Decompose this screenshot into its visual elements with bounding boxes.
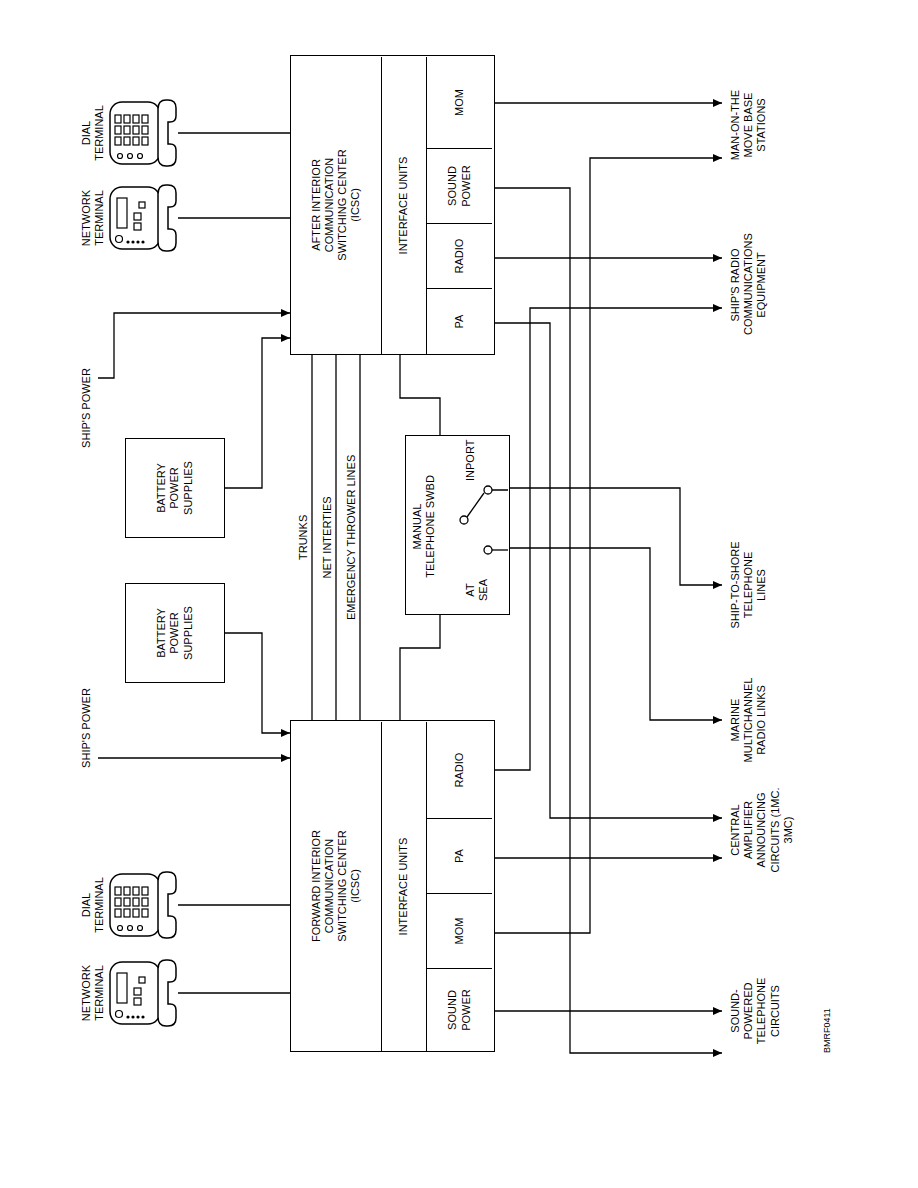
destination-label: SOUND-POWERED TELEPHONE CIRCUITS [722,961,782,1061]
connector-line [492,308,722,770]
destination-label: SHIP'S RADIO COMMUNICATIONS EQUIPMENT [722,235,769,335]
power-source-label: SHIP'S POWER [80,683,98,773]
unit-label: PA [453,824,466,889]
destination-text: CENTRAL AMPLIFIER ANNOUNCING CIRCUITS (1… [729,780,795,880]
terminal-label: NETWORK TERMINAL [80,178,106,258]
connector-line [400,615,440,720]
switching-center-box: AFTER INTERIOR COMMUNICATION SWITCHING C… [290,55,495,355]
interface-unit-cell: SOUND POWER [426,149,492,224]
destination-text: SOUND-POWERED TELEPHONE CIRCUITS [729,961,782,1061]
battery-box: BATTERY POWER SUPPLIES [125,583,225,683]
connector-line [492,158,722,933]
interface-units-band: INTERFACE UNITS PA RADIO SOUND POWER MOM [381,57,493,354]
band-title: INTERFACE UNITS [397,838,410,936]
interface-unit-cell: RADIO [426,722,492,819]
connector-line [225,633,290,733]
line-label: NET INTERTIES [321,494,334,580]
connector-line [359,355,360,720]
unit-label: SOUND POWER [446,974,472,1046]
source-label: SHIP'S POWER [80,683,93,773]
switchboard-box: MANUAL TELEPHONE SWBD AT SEA INPORT [405,435,510,615]
connector-line [492,257,722,258]
interface-units-band: INTERFACE UNITS SOUND POWER MOM PA RADIO [381,722,493,1051]
terminal-label: NETWORK TERMINAL [80,953,106,1033]
connector-line [492,188,722,1053]
connector-line [492,323,722,818]
line-label: TRUNKS [297,513,310,562]
destination-label: MAN-ON-THE MOVE BASE STATIONS [722,75,769,175]
unit-label: RADIO [453,229,466,284]
telephone-icon [108,97,178,169]
position-label: AT SEA [464,572,490,608]
power-source-label: SHIP'S POWER [80,363,98,453]
switchboard-title: MANUAL TELEPHONE SWBD [411,474,437,579]
dial-terminal: DIAL TERMINAL [80,865,178,945]
interface-unit-cell: PA [426,819,492,894]
interface-unit-cell: SOUND POWER [426,969,492,1051]
line-label: EMERGENCY THROWER LINES [345,453,358,622]
terminal-label: DIAL TERMINAL [80,865,106,945]
unit-label: PA [453,294,466,349]
connector-line [510,488,722,585]
destination-text: MARINE MULTICHANNEL RADIO LINKS [729,670,769,770]
connector-line [98,313,290,378]
connector-line [225,338,290,488]
connector-line [492,102,722,103]
connector-line [178,132,290,133]
destination-text: MAN-ON-THE MOVE BASE STATIONS [729,75,769,175]
band-title: INTERFACE UNITS [397,157,410,255]
figure-id: BMRF0411 [822,1008,833,1053]
telephone-icon [108,957,178,1029]
destination-text: SHIP'S RADIO COMMUNICATIONS EQUIPMENT [729,235,769,335]
unit-label: SOUND POWER [446,154,472,219]
switching-center-box: FORWARD INTERIOR COMMUNICATION SWITCHING… [290,720,495,1052]
interface-unit-cell: PA [426,289,492,354]
center-title: FORWARD INTERIOR COMMUNICATION SWITCHING… [310,824,363,949]
interface-unit-cell: MOM [426,57,492,149]
interface-unit-cell: MOM [426,894,492,969]
terminal-label: DIAL TERMINAL [80,93,106,173]
destination-label: MARINE MULTICHANNEL RADIO LINKS [722,670,769,770]
center-title: AFTER INTERIOR COMMUNICATION SWITCHING C… [310,143,363,268]
destination-label: CENTRAL AMPLIFIER ANNOUNCING CIRCUITS (1… [722,780,795,880]
destination-text: SHIP-TO-SHORE TELEPHONE LINES [729,535,769,635]
connector-line [178,992,290,993]
connector-line [492,1010,722,1011]
network-terminal: NETWORK TERMINAL [80,178,178,258]
unit-label: RADIO [453,727,466,814]
connector-line [178,904,290,905]
network-terminal: NETWORK TERMINAL [80,953,178,1033]
position-label: INPORT [464,440,477,481]
telephone-icon [108,869,178,941]
connector-line [492,857,722,858]
battery-box: BATTERY POWER SUPPLIES [125,438,225,538]
box-label: BATTERY POWER SUPPLIES [155,453,195,523]
connector-line [400,355,440,435]
connector-line [311,355,312,720]
connector-line [335,355,336,720]
interface-unit-cell: RADIO [426,224,492,289]
unit-label: MOM [453,899,466,964]
connector-line [510,548,722,720]
connector-line [98,757,290,758]
unit-label: MOM [453,62,466,144]
destination-label: SHIP-TO-SHORE TELEPHONE LINES [722,535,769,635]
connector-line [178,217,290,218]
dial-terminal: DIAL TERMINAL [80,93,178,173]
box-label: BATTERY POWER SUPPLIES [155,598,195,668]
source-label: SHIP'S POWER [80,363,93,453]
telephone-icon [108,182,178,254]
